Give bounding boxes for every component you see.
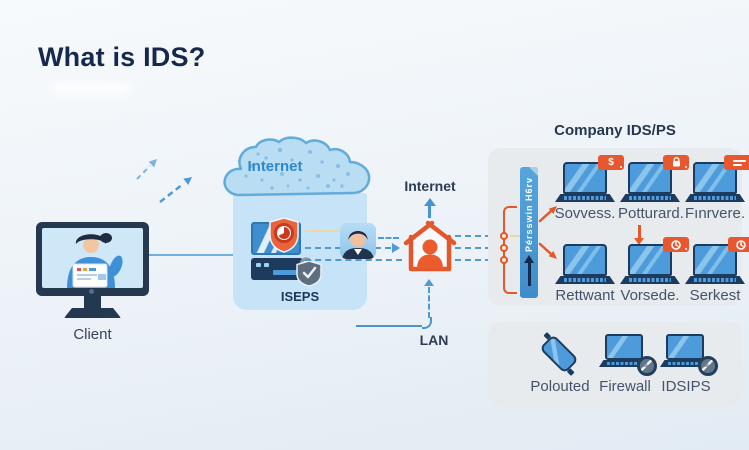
flow-arrowhead-icon [392,243,400,253]
flow-line-dashed [455,247,501,249]
sensor-bar-text: Pérsswin H6rv [524,177,534,253]
laptop-screen [563,244,607,276]
laptop-screen [628,244,672,276]
flow-line-dashed [378,237,399,239]
iseps-label: ISEPS [280,289,320,304]
laptop-label: Potturard. [618,205,684,222]
user-portrait-icon [342,231,374,259]
legend-item-polouted: Polouted [528,330,592,395]
attack-arrow-stem [638,225,641,238]
tap-node [500,232,508,240]
laptop-keyboard [555,194,615,202]
laptop-node: Serkest [683,237,749,304]
laptop-keyboard [685,276,745,284]
upload-arrow-small-icon [136,159,157,180]
history-badge-icon [728,237,749,252]
laptop-keyboard [555,276,615,284]
sensor-bar-fold [529,167,538,176]
laptop-label: Rettwant [555,287,615,304]
server-led [264,263,269,267]
legend-item-firewall: Firewall [593,330,657,395]
laptop-node: Fınrvere. [683,155,749,222]
laptop-label: Fınrvere. [684,205,745,222]
laptop-node: Vorsede. [618,237,689,304]
flow-line-dashed [455,235,501,237]
gateway-internet-label: Internet [404,178,456,194]
alert-text-badge-icon [724,155,749,170]
laptop-scan-icon [605,334,643,360]
tap-yellow-stub [510,235,520,237]
scan-lens-icon [637,356,657,376]
server-slot [273,270,297,275]
laptop-keyboard [620,194,680,202]
laptop-keyboard [685,194,745,202]
internet-arrow-stem [428,205,431,218]
ids-sensor-bar [520,167,538,298]
blurred-subtitle [50,83,132,94]
lan-horizontal-line [356,325,422,327]
sensor-up-arrow-stem [528,262,531,286]
monitor-stand-neck [84,296,101,309]
flow-line-dashed [305,259,402,261]
lan-arrowhead-icon [424,279,434,286]
scan-lens-icon [698,356,718,376]
client-label: Client [73,326,112,343]
monitor-stand-base [64,308,121,318]
attack-arrow-icon [634,238,644,245]
cloud-speckles [244,147,350,190]
legend-item-idsips: IDSIPS [654,330,718,395]
client-monitor [36,222,149,296]
gateway-house-icon [403,220,457,272]
dollar-badge-icon: $ [598,155,624,170]
alert-arrow-down-icon [538,242,557,259]
laptop-scan-icon [666,334,704,360]
legend-label: Firewall [599,378,651,395]
legend-label: IDSIPS [661,378,711,395]
lan-dashed-line [428,287,430,318]
tap-node [500,244,508,252]
client-monitor-screen [42,228,143,288]
client-to-cloud-line [149,254,233,256]
user-portrait-card [340,223,376,259]
sensor-up-arrow-icon [524,255,534,263]
laptop-keyboard [620,276,680,284]
page-title: What is IDS? [38,42,206,72]
shield-lock-icon [296,257,322,287]
upload-arrow-large-icon [159,177,192,203]
legend-label: Polouted [530,378,590,395]
lan-corner-line [422,317,432,329]
usb-device-icon [539,332,579,376]
flow-line-dashed [455,259,501,261]
laptop-label: Sovvess. [554,205,616,222]
internet-arrow-icon [424,198,436,206]
history-badge-icon [663,237,689,252]
laptop-label: Vorsede. [620,287,680,304]
shield-alert-icon [269,217,299,253]
cloud-internet-label: Internet [247,158,303,175]
server-unit [251,258,303,280]
laptop-label: Serkest [689,287,741,304]
laptop-node: Rettwant [553,244,617,304]
laptop-node: $ Sovvess. [553,155,624,222]
internet-cloud-icon [223,136,371,197]
alert-arrow-up-icon [538,206,557,223]
flow-line-yellow [305,230,339,232]
lan-label: LAN [419,332,449,348]
lock-badge-icon [663,155,689,170]
laptop-node: Potturard. [618,155,689,222]
server-led [256,263,261,267]
tap-node [500,256,508,264]
monitor-power-dot [89,289,94,294]
client-person-illustration [67,233,123,288]
company-panel-title: Company IDS/PS [554,122,676,139]
